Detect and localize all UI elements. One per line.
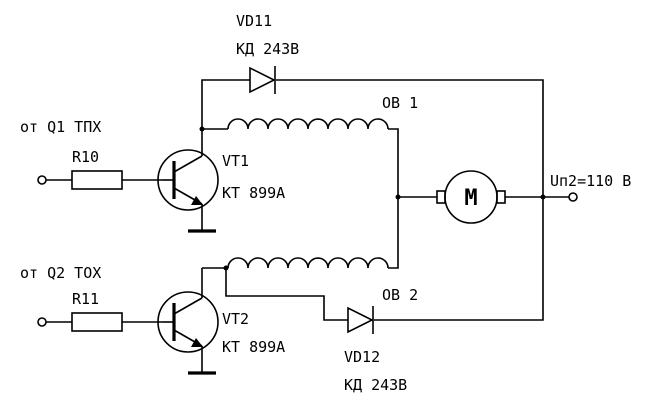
- motor-brush-right: [496, 190, 506, 204]
- top-supply-wire: [201, 79, 544, 197]
- transistor-vt2: [157, 268, 219, 375]
- r10-label: R10: [72, 148, 99, 166]
- supply-terminal: [568, 192, 578, 202]
- resistor-r10: [71, 170, 123, 190]
- vd11-type-label: КД 243В: [236, 40, 299, 58]
- vt2-ref-label: VT2: [222, 310, 249, 328]
- vt1-type-label: КТ 899А: [222, 184, 285, 202]
- vd11-ref-label: VD11: [236, 12, 272, 30]
- ov1-label: ОВ 1: [382, 94, 418, 112]
- diode-vd12: [347, 306, 374, 334]
- vd12-left-wire: [225, 268, 348, 321]
- ov2-right-wire: [388, 197, 399, 269]
- ov1-right-wire: [388, 128, 399, 197]
- coil-ov1: [227, 118, 389, 130]
- vt2-emitter-arrow: [191, 338, 203, 347]
- ov2-label: ОВ 2: [382, 286, 418, 304]
- motor-brush-left: [436, 190, 446, 204]
- diode-vd11: [249, 66, 276, 94]
- vd12-type-label: КД 243В: [344, 376, 407, 394]
- motor-label: М: [464, 186, 477, 211]
- coil-ov2: [227, 257, 389, 269]
- r11-label: R11: [72, 290, 99, 308]
- vt1-emitter-arrow: [191, 196, 203, 205]
- input1-label: от Q1 ТПХ: [20, 118, 101, 136]
- input2-terminal: [37, 317, 47, 327]
- vt2-type-label: КТ 899А: [222, 338, 285, 356]
- vt1-ref-label: VT1: [222, 152, 249, 170]
- input1-terminal: [37, 175, 47, 185]
- motor-m: М: [436, 170, 506, 224]
- vd12-ref-label: VD12: [344, 348, 380, 366]
- supply-label: Uп2=110 В: [550, 172, 631, 190]
- vd12-right-wire: [374, 197, 544, 321]
- transistor-vt1: [157, 129, 219, 233]
- input2-label: от Q2 ТОХ: [20, 264, 101, 282]
- resistor-r11: [71, 312, 123, 332]
